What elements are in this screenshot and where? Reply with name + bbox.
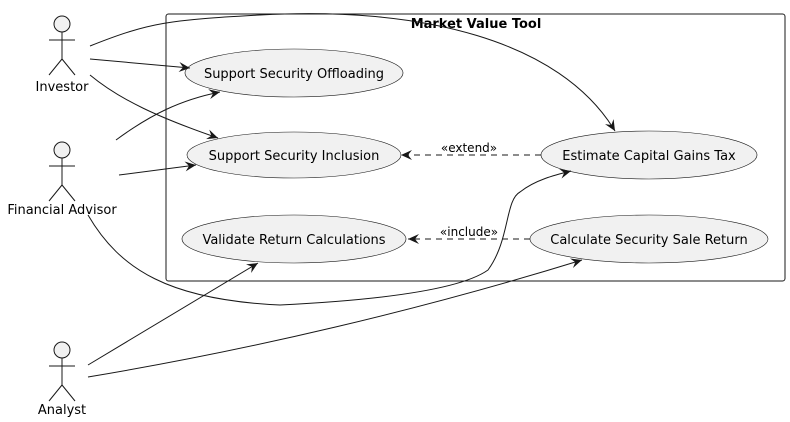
actor-left-leg xyxy=(48,58,63,76)
assoc-advisor-offloading xyxy=(115,89,221,141)
use-case-sale-return: Calculate Security Sale Return xyxy=(529,214,769,264)
actor-analyst: Analyst xyxy=(38,341,86,418)
actor-left-leg xyxy=(48,184,63,202)
include-label: «include» xyxy=(440,225,498,239)
assoc-advisor-inclusion xyxy=(118,161,197,176)
actor-right-leg xyxy=(61,58,76,76)
actor-left-leg xyxy=(48,384,63,402)
actor-head xyxy=(53,15,71,33)
actor-right-leg xyxy=(61,384,76,402)
actor-head xyxy=(53,341,71,359)
use-case-capital-gains: Estimate Capital Gains Tax xyxy=(540,130,758,180)
use-case-inclusion: Support Security Inclusion xyxy=(186,131,402,179)
use-case-capital-gains-label: Estimate Capital Gains Tax xyxy=(562,149,736,164)
use-case-ellipse xyxy=(184,48,404,98)
actor-investor-label: Investor xyxy=(36,80,90,95)
extend-label: «extend» xyxy=(441,141,497,155)
actor-analyst-label: Analyst xyxy=(38,403,86,418)
assoc-advisor-capital-gains xyxy=(87,168,572,306)
actor-investor: Investor xyxy=(36,15,90,95)
use-case-ellipse xyxy=(181,214,407,264)
actor-financial-advisor-label: Financial Advisor xyxy=(7,203,117,218)
use-case-inclusion-label: Support Security Inclusion xyxy=(209,149,380,164)
use-case-offloading-label: Support Security Offloading xyxy=(204,67,384,82)
use-case-offloading: Support Security Offloading xyxy=(184,48,404,98)
use-case-validate: Validate Return Calculations xyxy=(181,214,407,264)
assoc-investor-inclusion xyxy=(89,74,219,140)
assoc-analyst-sale-return xyxy=(87,258,583,378)
use-case-sale-return-label: Calculate Security Sale Return xyxy=(550,233,747,248)
use-case-validate-label: Validate Return Calculations xyxy=(202,233,385,248)
system-title: Market Value Tool xyxy=(411,17,542,32)
actor-head xyxy=(53,141,71,159)
assoc-investor-offloading xyxy=(89,58,191,72)
actor-financial-advisor: Financial Advisor xyxy=(7,141,117,218)
assoc-analyst-validate xyxy=(87,262,259,366)
assoc-investor-capital-gains xyxy=(89,13,616,132)
actor-right-leg xyxy=(61,184,76,202)
